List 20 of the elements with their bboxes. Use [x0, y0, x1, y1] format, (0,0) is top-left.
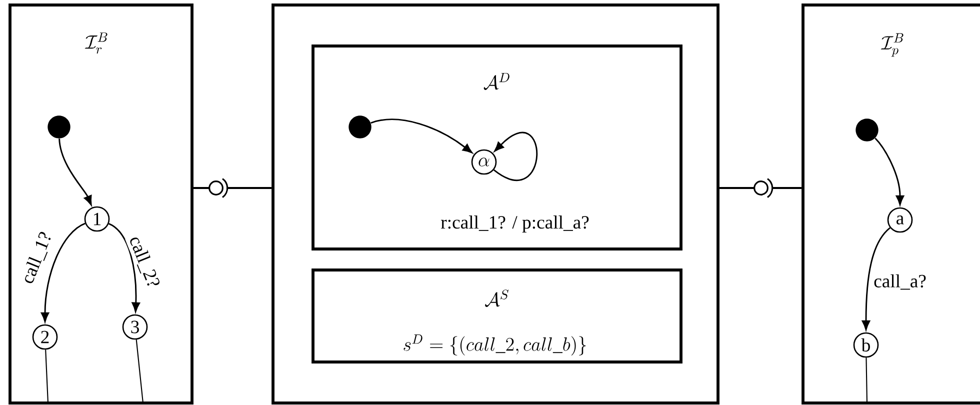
- arrow: [862, 227, 891, 330]
- initial-state-dot: [48, 116, 70, 138]
- arrow: [40, 222, 86, 322]
- component-box: [272, 4, 720, 404]
- initial-state-dot: [348, 116, 372, 138]
- transition-line: [45, 350, 49, 404]
- arrow: [874, 138, 904, 206]
- initial-state-dot: [856, 118, 878, 142]
- edge-label: call_2?: [125, 232, 163, 292]
- edge-label: call_a?: [872, 273, 928, 292]
- edge-label: call_1?: [18, 228, 56, 288]
- arrow: [370, 118, 472, 154]
- automaton-box: $\mathcal{A}^S$ $s^D = \{(call\_2, call\_b)\}$: [312, 268, 682, 364]
- arrow: [58, 138, 92, 206]
- interface-connector: [719, 187, 802, 189]
- interface-connector: [193, 187, 272, 189]
- transition-line: [866, 358, 868, 404]
- arrow: [108, 223, 140, 312]
- self-loop-arrow: [494, 132, 538, 181]
- transition-line: [136, 340, 144, 404]
